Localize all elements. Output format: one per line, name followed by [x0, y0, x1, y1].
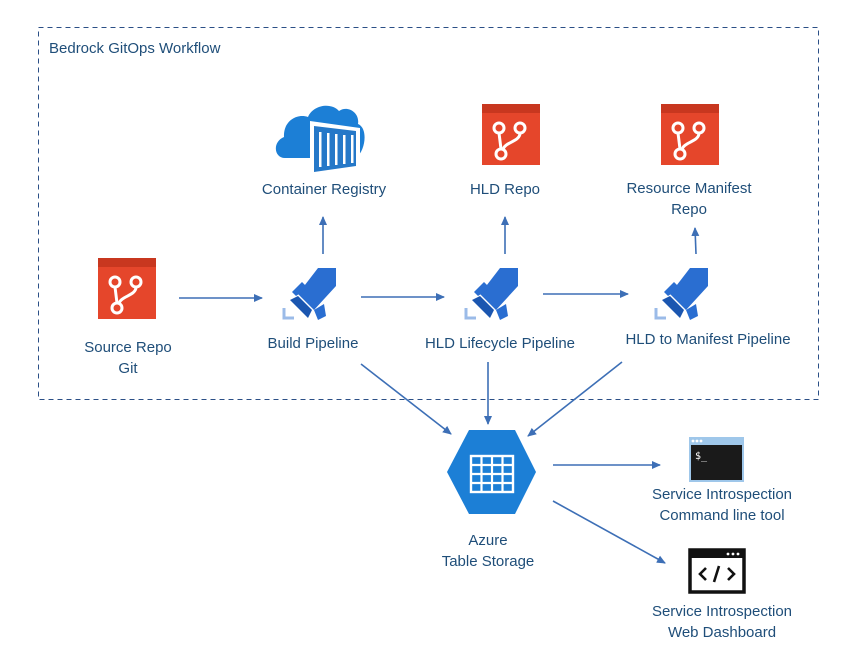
- resource-manifest-repo-line1: Resource Manifest: [626, 180, 752, 197]
- build-pipeline-label: Build Pipeline: [267, 335, 359, 352]
- resource-manifest-repo-icon: [661, 104, 719, 165]
- build-pipeline-icon: [282, 268, 336, 320]
- hld-lifecycle-pipeline-icon: [464, 268, 518, 320]
- resource-manifest-repo-label: Resource Manifest Repo: [604, 178, 774, 220]
- code-window-icon: [688, 548, 746, 594]
- table-storage-line2: Table Storage: [441, 553, 535, 570]
- container-registry-label: Container Registry: [261, 181, 387, 198]
- cli-tool-line1: Service Introspection: [651, 486, 793, 503]
- hld-repo-icon: [482, 104, 540, 165]
- hld-repo-label: HLD Repo: [469, 181, 541, 198]
- table-storage-icon: [447, 430, 536, 514]
- terminal-icon: $_: [689, 437, 744, 482]
- arrow-manifest-pipeline-to-manifest-repo: [691, 227, 700, 255]
- resource-manifest-repo-line2: Repo: [671, 201, 707, 218]
- web-dashboard-label: Service Introspection Web Dashboard: [632, 601, 812, 643]
- cli-tool-label: Service Introspection Command line tool: [632, 484, 812, 526]
- cli-tool-line2: Command line tool: [659, 507, 785, 524]
- source-repo-icon: [98, 258, 156, 319]
- web-dashboard-line2: Web Dashboard: [667, 624, 777, 641]
- hld-lifecycle-pipeline-label: HLD Lifecycle Pipeline: [424, 335, 576, 352]
- arrow-storage-to-dashboard: [552, 500, 666, 564]
- workflow-frame: [38, 27, 819, 400]
- web-dashboard-line1: Service Introspection: [651, 603, 793, 620]
- table-storage-label: Azure Table Storage: [428, 530, 548, 572]
- source-repo-line1: Source Repo: [84, 339, 172, 356]
- terminal-prompt: $_: [695, 451, 708, 462]
- hld-manifest-pipeline-label: HLD to Manifest Pipeline: [625, 331, 791, 348]
- workflow-title: Bedrock GitOps Workflow: [49, 40, 221, 57]
- container-registry-icon: [275, 105, 365, 177]
- hld-manifest-pipeline-icon: [654, 268, 708, 320]
- source-repo-label: Source Repo Git: [68, 337, 188, 379]
- arrow-manifest-pipeline-to-storage: [527, 361, 623, 437]
- source-repo-line2: Git: [118, 360, 138, 377]
- arrow-build-to-storage: [360, 363, 452, 435]
- table-storage-line1: Azure: [468, 532, 508, 549]
